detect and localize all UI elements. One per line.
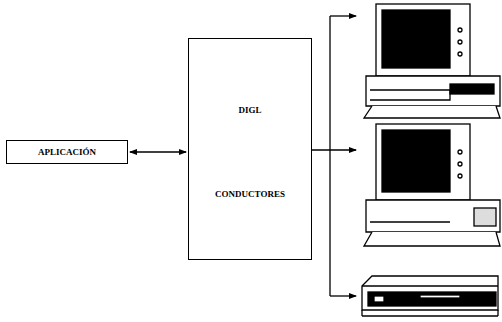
printer-icon: [362, 276, 498, 316]
driver-box: DIGL CONDUCTORES: [188, 38, 312, 260]
connector-arrow: [130, 151, 186, 152]
node-label: DIGL: [189, 105, 311, 115]
computer-icon: [364, 124, 500, 246]
node-label: APLICACIÓN: [7, 147, 127, 157]
application-box: APLICACIÓN: [6, 140, 128, 164]
node-label: CONDUCTORES: [189, 189, 311, 199]
computer-icon: [364, 4, 500, 118]
